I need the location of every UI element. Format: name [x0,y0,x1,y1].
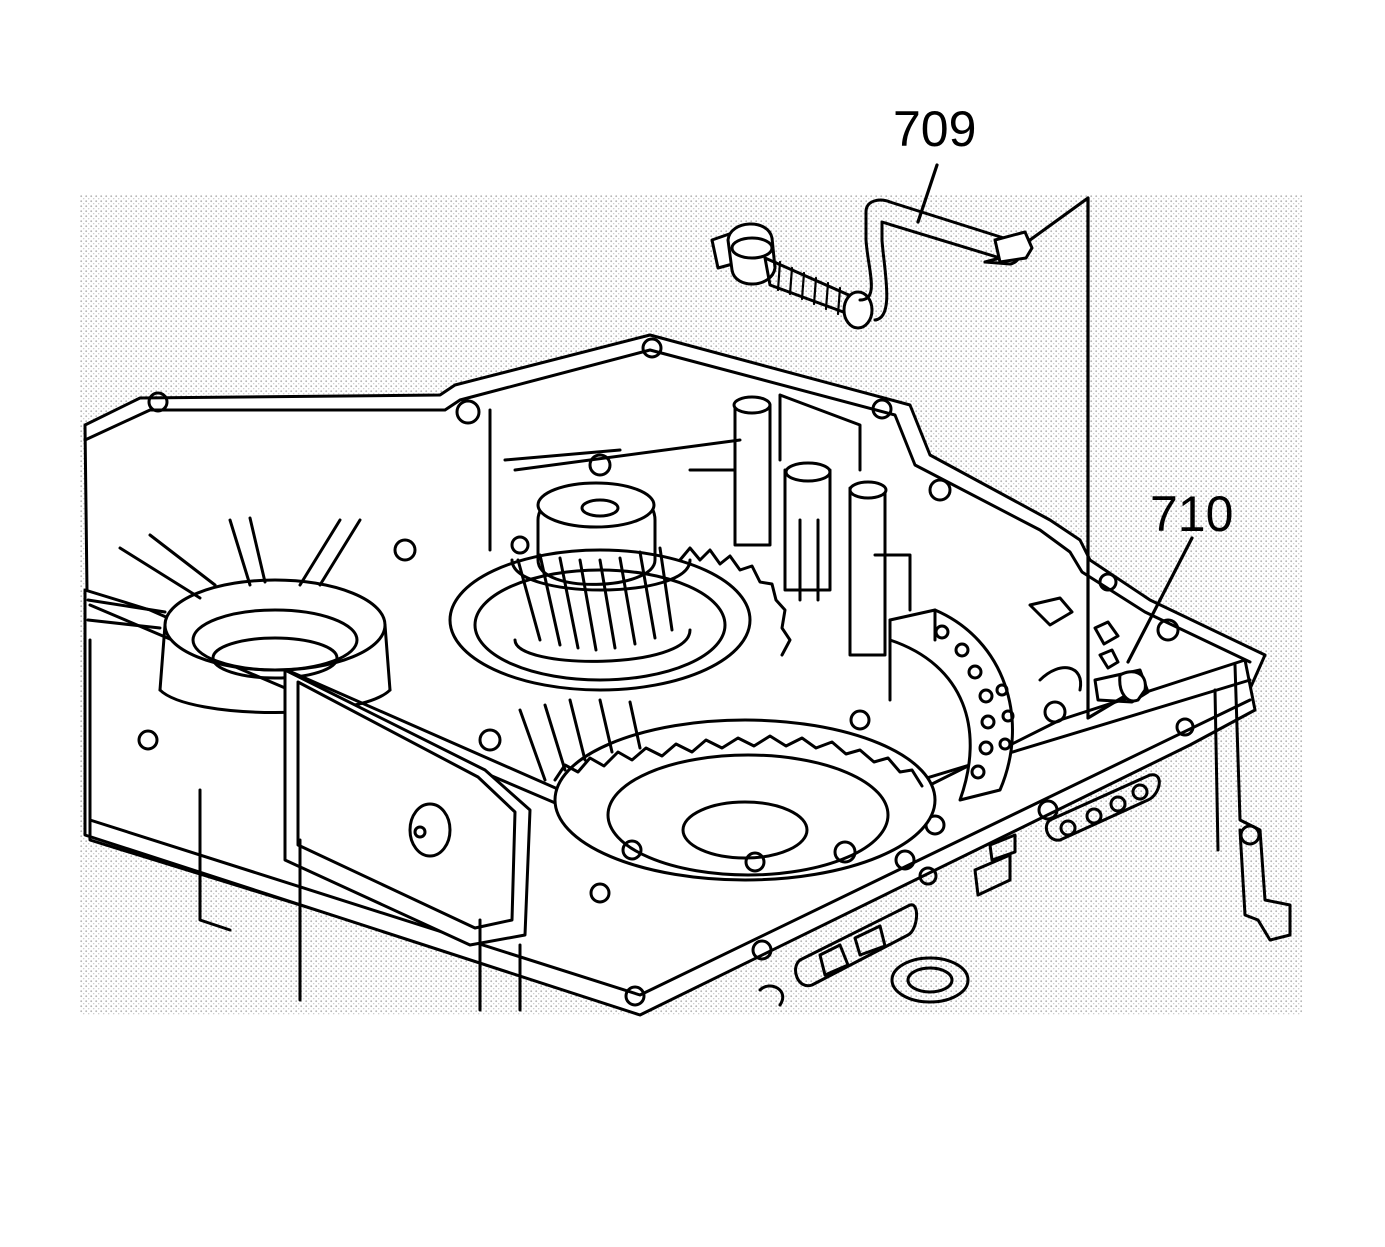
case-bore-location-icon [1118,670,1147,703]
callout-710: 710 [1150,486,1233,542]
transmission-case [83,333,1292,1017]
leader-710 [1126,536,1194,664]
leader-lines [916,163,1194,720]
tube-with-fitting-icon [710,198,1034,330]
callout-709: 709 [893,101,976,157]
leader-709 [916,163,939,224]
installation-path-line [1028,196,1137,720]
